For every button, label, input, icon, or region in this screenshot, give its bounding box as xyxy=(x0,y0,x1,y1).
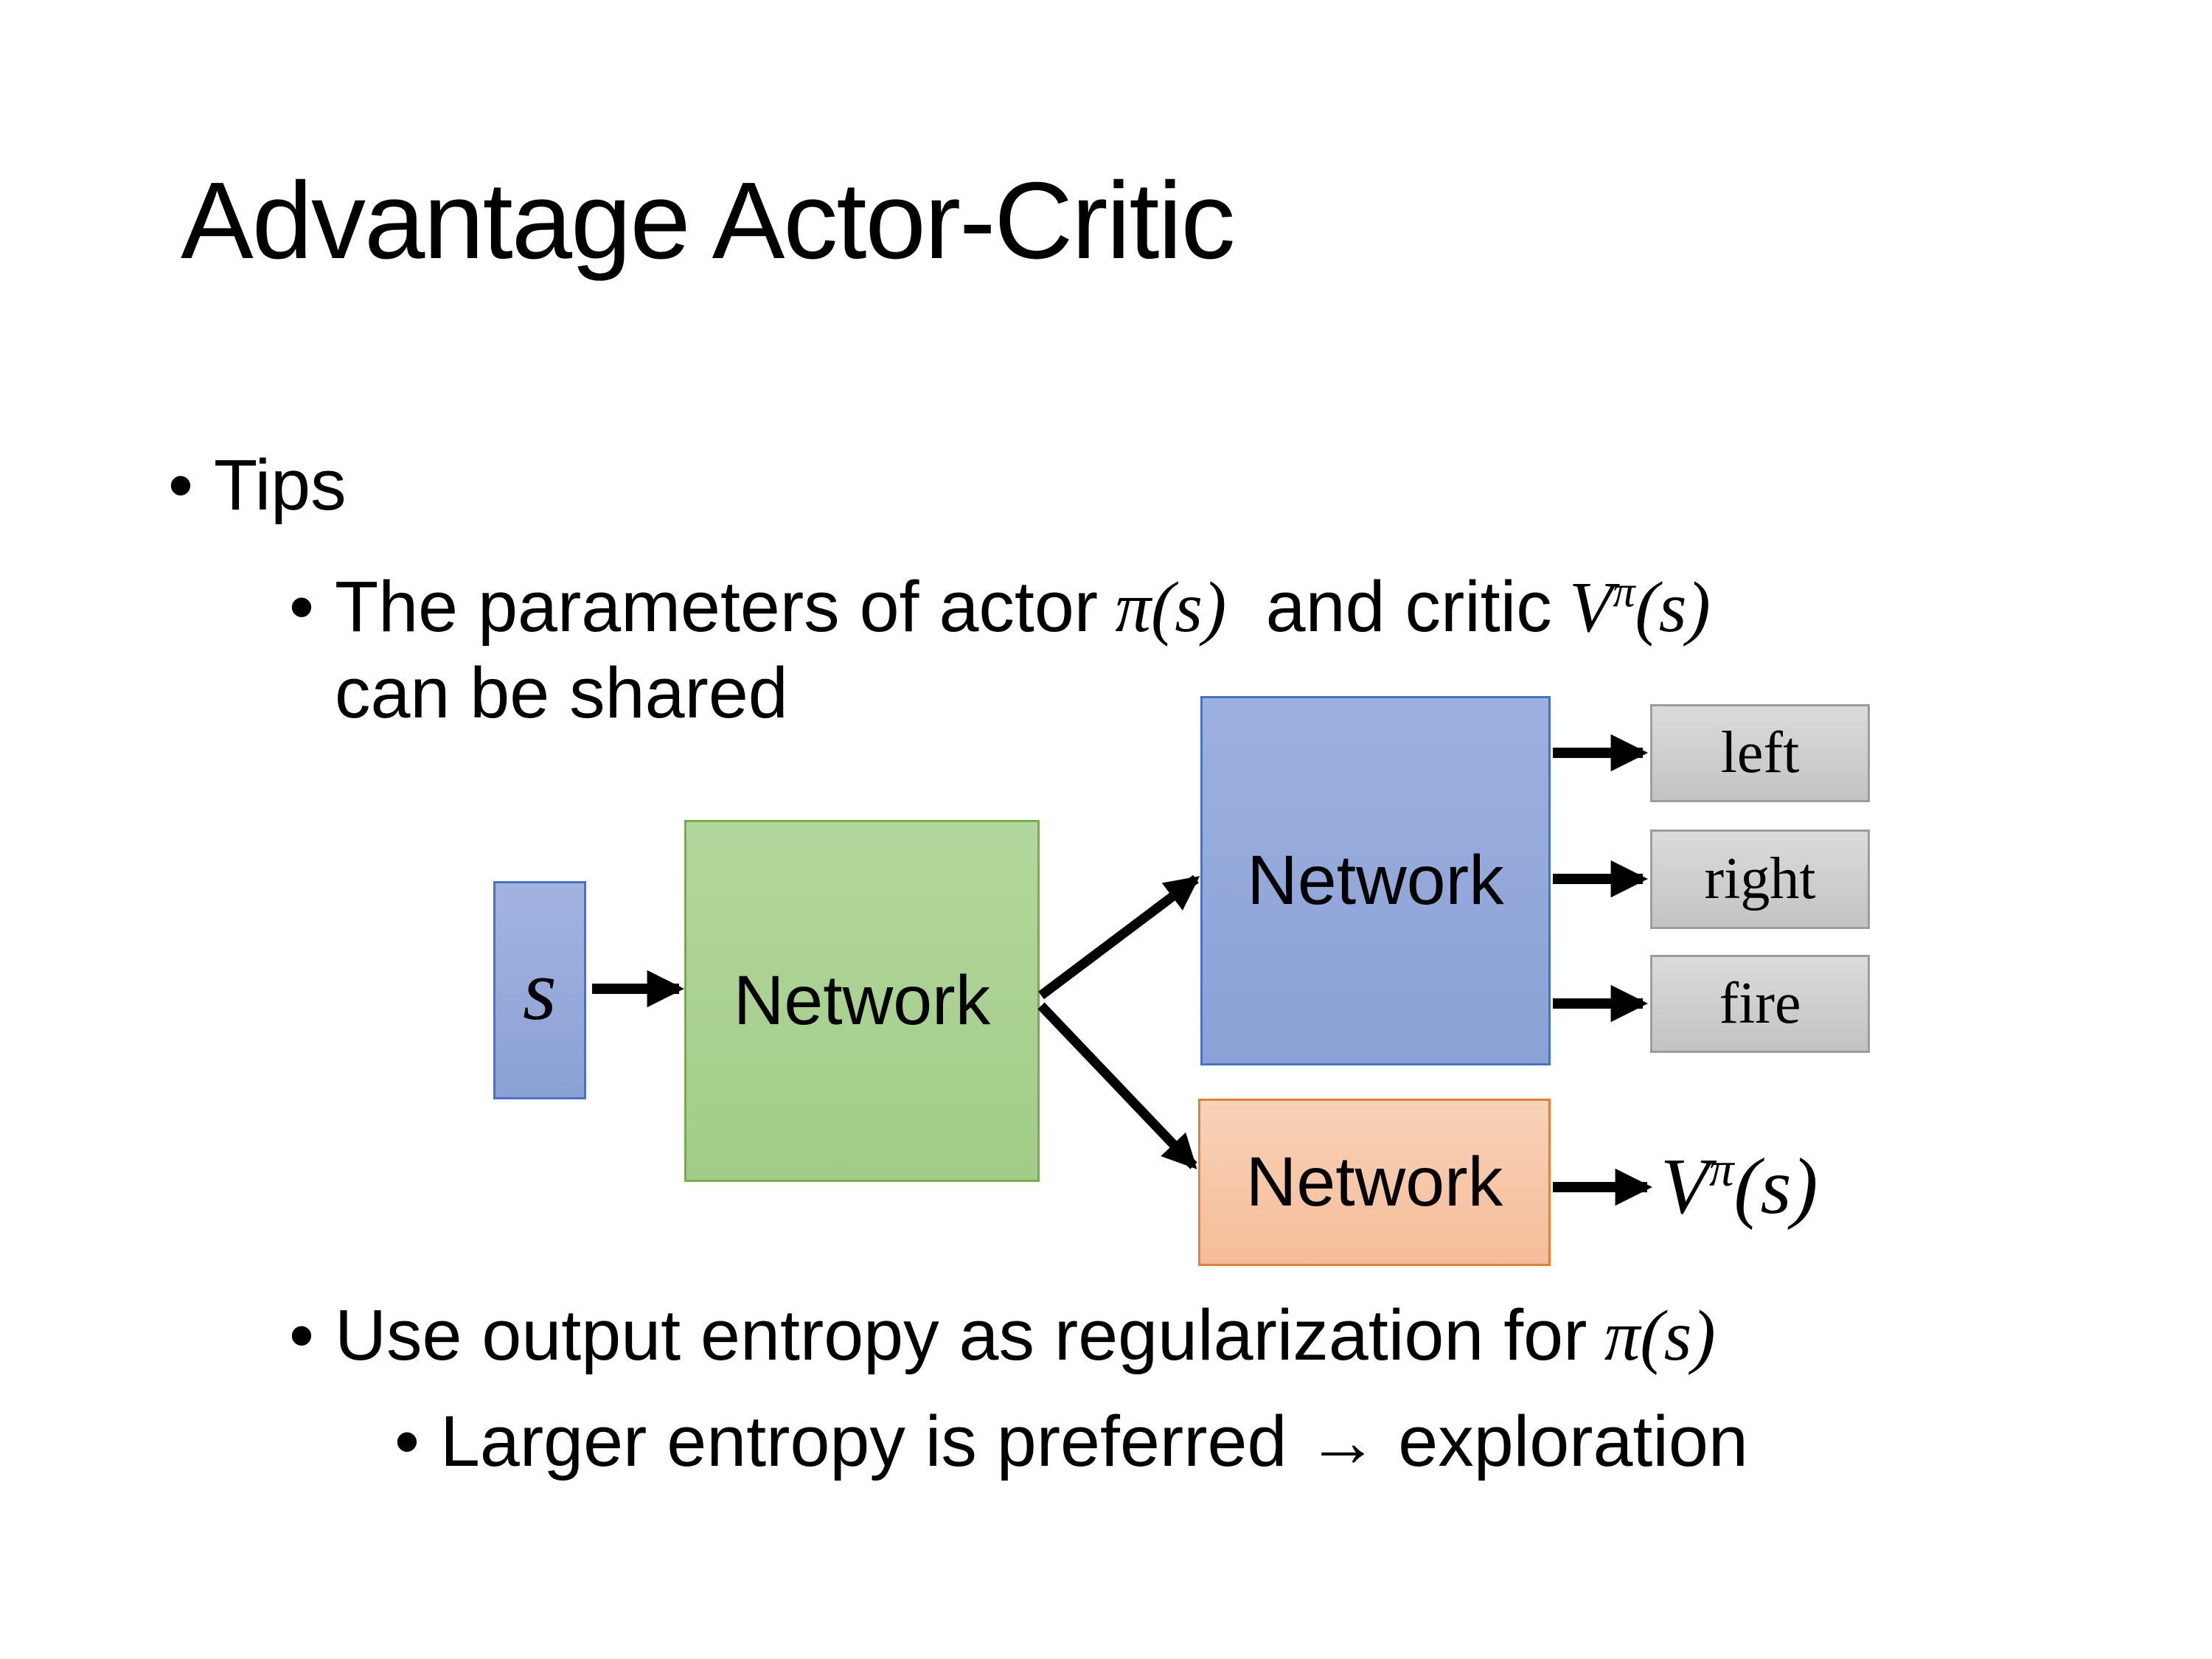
bullet-item-entropy: • Use output entropy as regularization f… xyxy=(289,1293,1716,1379)
bullet-item-tips: • Tips xyxy=(168,442,347,528)
text-entropy: Use output entropy as regularization for xyxy=(334,1295,1587,1375)
bullet-item-larger-entropy: • Larger entropy is preferred → explorat… xyxy=(394,1399,1748,1484)
bullet-icon: • xyxy=(289,1295,314,1375)
math-pi-s: π(s) xyxy=(1115,568,1227,647)
text-actor: The parameters of actor xyxy=(334,566,1099,647)
critic-output-label: Vπ(s) xyxy=(1660,1141,1818,1233)
action-box-right: right xyxy=(1650,830,1870,929)
arrow-shared-to-actor xyxy=(1038,874,1200,1000)
shared-parameters-line2: can be shared xyxy=(334,653,788,734)
math-pi-s: π(s) xyxy=(1604,1296,1716,1375)
arrow-shared-to-critic xyxy=(1037,1002,1197,1169)
math-v-args: (s) xyxy=(1635,568,1711,647)
bullet-text-tips: Tips xyxy=(213,445,347,525)
text-critic: and critic xyxy=(1265,566,1552,647)
math-v-base: V xyxy=(1569,568,1613,647)
action-box-fire: fire xyxy=(1650,955,1870,1053)
critic-output-args: (s) xyxy=(1733,1143,1818,1231)
bullet-icon: • xyxy=(394,1401,420,1481)
page-title: Advantage Actor-Critic xyxy=(181,160,1235,282)
action-label-right: right xyxy=(1704,846,1816,911)
math-v-sup: π xyxy=(1613,567,1635,617)
action-box-left: left xyxy=(1650,704,1870,802)
action-label-left: left xyxy=(1720,720,1800,785)
shared-network-label: Network xyxy=(733,961,991,1040)
critic-network-box: Network xyxy=(1198,1099,1551,1266)
state-input-label: s xyxy=(523,942,557,1038)
state-input-box: s xyxy=(493,881,586,1099)
critic-network-label: Network xyxy=(1245,1143,1503,1221)
bullet-text-larger-entropy: Larger entropy is preferred → exploratio… xyxy=(439,1401,1748,1481)
bullet-text-entropy: Use output entropy as regularization for… xyxy=(335,1293,1716,1379)
critic-output-sup: π xyxy=(1708,1142,1734,1197)
action-label-fire: fire xyxy=(1719,971,1801,1036)
bullet-icon: • xyxy=(289,566,314,647)
critic-output-base: V xyxy=(1660,1143,1709,1231)
actor-network-label: Network xyxy=(1247,841,1504,919)
shared-network-box: Network xyxy=(684,820,1040,1182)
actor-network-box: Network xyxy=(1200,696,1551,1065)
bullet-icon: • xyxy=(168,445,193,525)
math-v-pi-s: Vπ(s) xyxy=(1569,568,1711,647)
